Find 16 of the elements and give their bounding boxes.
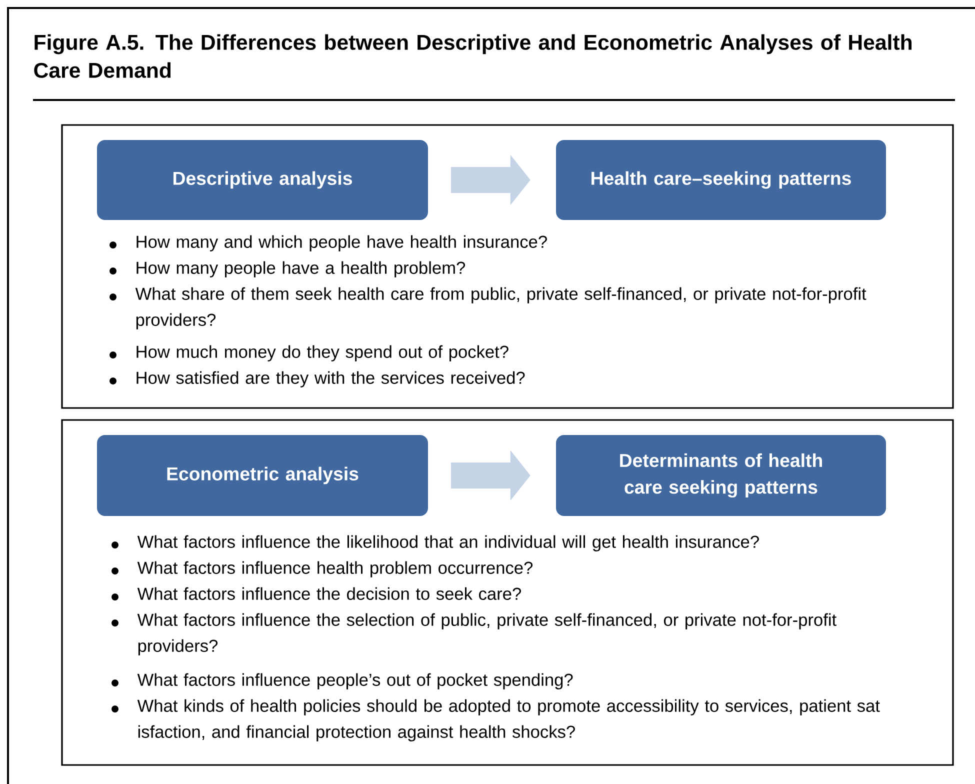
process-box: Determinants of health care seeking patterns	[556, 434, 886, 516]
figure-title: Figure A.5. The Differences between Descriptive and Econometric Analyses of Health Care Demand	[34, 34, 912, 78]
bullet-item: How much money do they spend out of pocket?	[110, 345, 508, 362]
bullet-item: What factors influence people’s out of pocket spending?	[112, 673, 573, 690]
bullet-item: What factors influence health problem occurrence?	[112, 561, 533, 578]
bullet-item: How many and which people have health insurance?	[110, 235, 547, 252]
bullet-item: What factors influence the selection of public, private self-financed, or private not-for-profit providers?	[112, 613, 836, 656]
process-box: Descriptive analysis	[97, 140, 428, 220]
bullet-item: What kinds of health policies should be adopted to promote accessibility to services, patient sat isfaction, and financial protection against health shocks?	[112, 699, 880, 742]
bullet-item: What factors influence the likelihood that an individual will get health insurance?	[112, 535, 759, 552]
bullet-item: What share of them seek health care from public, private self-financed, or private not-for-profit providers?	[110, 287, 866, 330]
process-box: Econometric analysis	[97, 434, 428, 516]
bullet-item: How satisfied are they with the services received?	[110, 371, 525, 388]
process-box: Health care–seeking patterns	[556, 140, 886, 220]
bullet-item: How many people have a health problem?	[110, 261, 466, 278]
bullet-item: What factors influence the decision to seek care?	[112, 587, 521, 600]
